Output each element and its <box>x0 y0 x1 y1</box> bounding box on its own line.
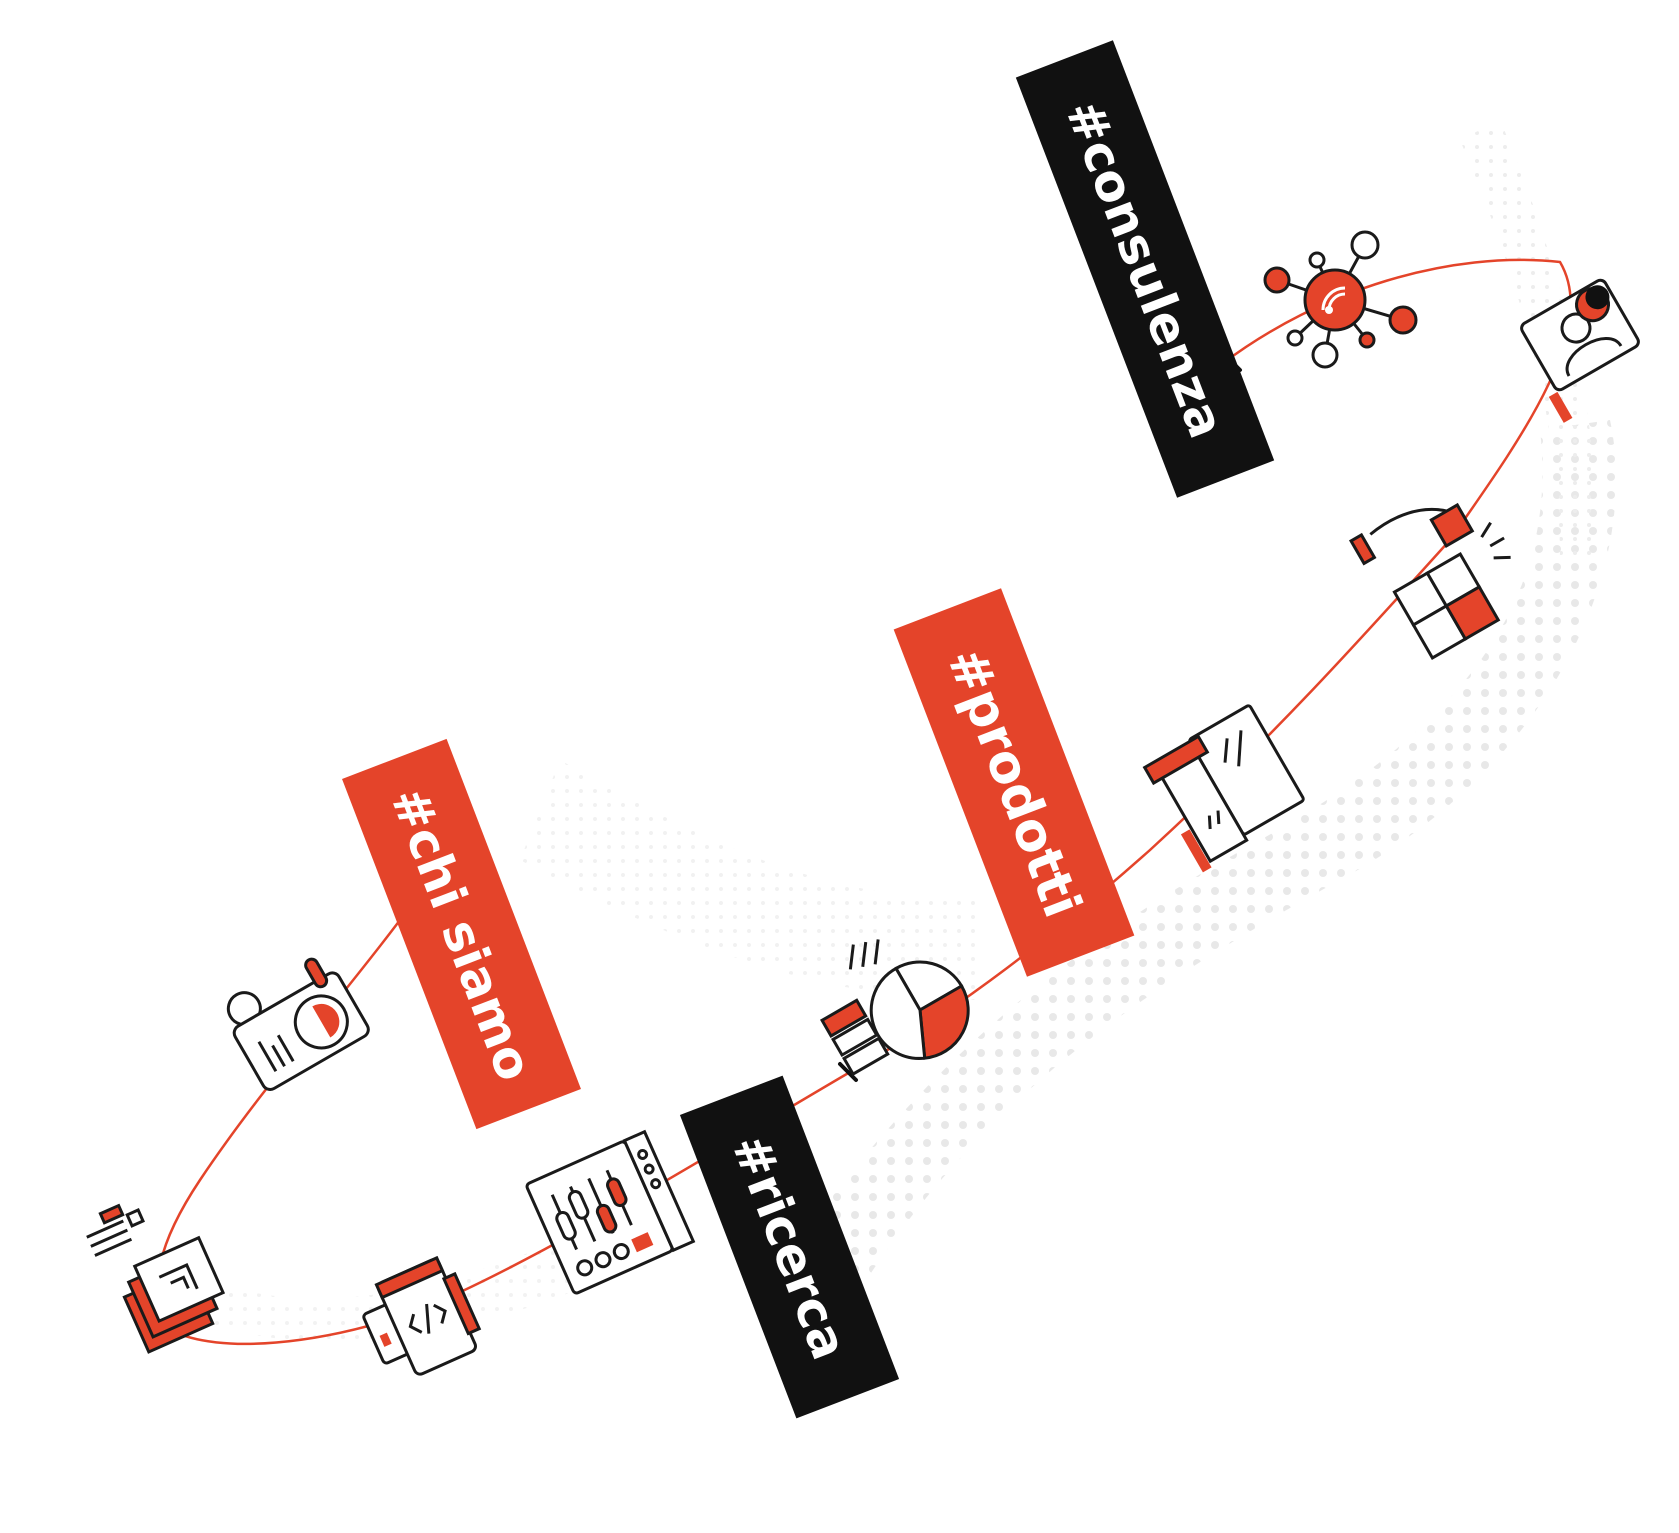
stacked-layers-icon[interactable] <box>80 1181 233 1356</box>
video-call-icon[interactable] <box>1511 278 1656 423</box>
mixer-panel-icon[interactable] <box>525 1129 696 1295</box>
puzzle-hand-icon[interactable] <box>1348 474 1538 664</box>
dotted-wave-background <box>140 120 1617 1342</box>
furniture-pieces-icon[interactable] <box>1142 704 1310 873</box>
network-signal-icon[interactable] <box>1263 230 1418 369</box>
code-device-icon[interactable] <box>354 1254 487 1386</box>
pie-chart-icon[interactable] <box>797 908 986 1097</box>
dashboard-settings-icon[interactable] <box>217 946 371 1093</box>
